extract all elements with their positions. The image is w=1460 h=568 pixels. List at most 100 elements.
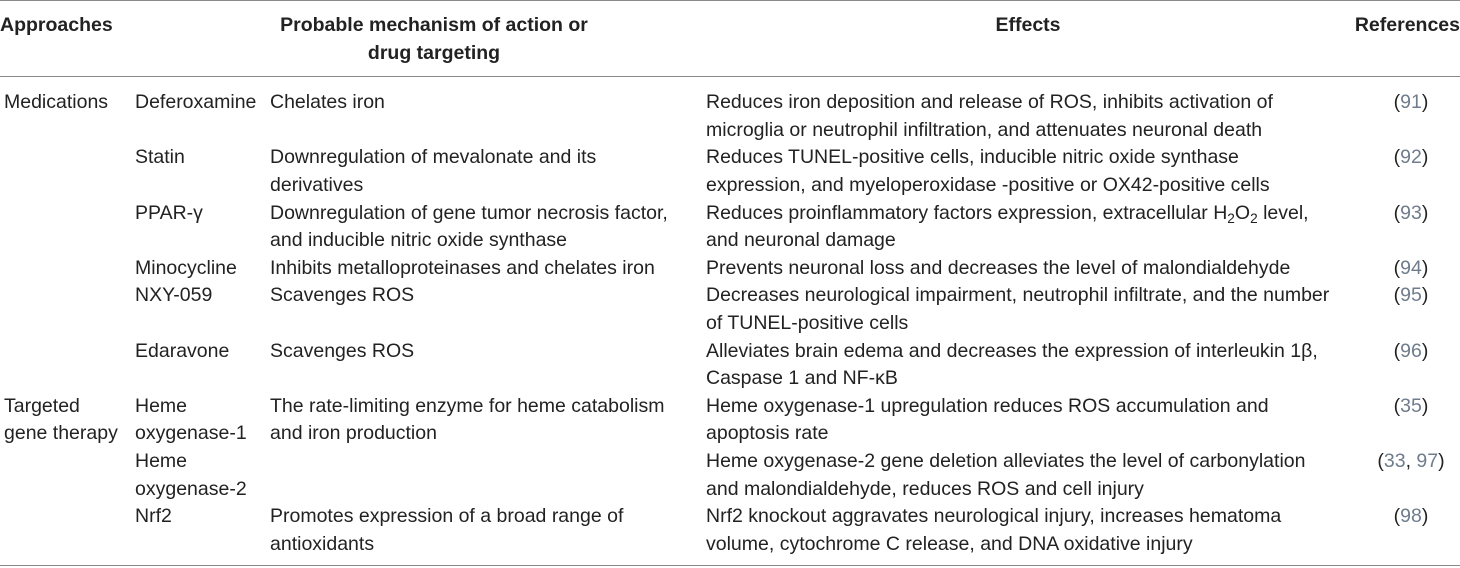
header-effects: Effects (706, 12, 1350, 67)
reference-punctuation: ) (1421, 394, 1429, 417)
subscript: 2 (1227, 210, 1235, 226)
effects-cell: Nrf2 knockout aggravates neurological in… (706, 503, 1350, 558)
mechanism-text: Promotes expression of a broad range of (270, 505, 624, 528)
table-header: Approaches Probable mechanism of action … (0, 1, 1460, 78)
reference-punctuation: ( (1393, 91, 1401, 114)
mechanism-text: The rate-limiting enzyme for heme catabo… (270, 394, 665, 417)
reference-link[interactable]: 35 (1400, 394, 1422, 417)
effects-text: apoptosis rate (706, 422, 829, 445)
reference-link[interactable]: 94 (1400, 256, 1422, 279)
header-approaches: Approaches (0, 12, 135, 67)
reference-punctuation: , (1405, 449, 1417, 472)
reference-citation: (91) (1362, 89, 1460, 117)
approach-label: gene therapy (4, 422, 118, 445)
reference-citation: (92) (1362, 144, 1460, 172)
effects-text: Caspase 1 and NF-κB (706, 367, 898, 390)
drug-name: Heme (135, 449, 188, 472)
reference-citation: (96) (1362, 338, 1460, 366)
reference-cell: (98) (1350, 503, 1460, 558)
table-row: Statin Downregulation of mevalonate and … (0, 144, 1460, 199)
reference-citation: (95) (1362, 282, 1460, 310)
approach-cell (0, 144, 135, 199)
reference-punctuation: ) (1421, 146, 1429, 169)
table-row: Nrf2 Promotes expression of a broad rang… (0, 503, 1460, 558)
mechanism-cell: Chelates iron (270, 89, 706, 144)
table-body: Medications Deferoxamine Chelates iron R… (0, 77, 1460, 567)
reference-citation: (93) (1362, 200, 1460, 228)
approach-cell (0, 255, 135, 283)
reference-link[interactable]: 98 (1400, 505, 1422, 528)
mechanism-text: Scavenges ROS (270, 284, 415, 307)
drug-cell: Edaravone (135, 338, 270, 393)
mechanism-text: Chelates iron (270, 91, 385, 114)
table-row: Medications Deferoxamine Chelates iron R… (0, 89, 1460, 144)
drug-name: Statin (135, 146, 185, 169)
mechanism-text: antioxidants (270, 532, 375, 555)
effects-text: Reduces proinflammatory factors expressi… (706, 200, 1350, 228)
mechanism-cell: Promotes expression of a broad range of … (270, 503, 706, 558)
drug-cell: Nrf2 (135, 503, 270, 558)
drug-name: oxygenase-2 (135, 477, 247, 500)
effects-text: Reduces TUNEL-positive cells, inducible … (706, 146, 1239, 169)
drug-name: PPAR-γ (135, 201, 203, 224)
header-label: Effects (995, 14, 1061, 36)
table-row: PPAR-γ Downregulation of gene tumor necr… (0, 200, 1460, 255)
reference-link[interactable]: 33 (1383, 449, 1406, 472)
effects-text: Nrf2 knockout aggravates neurological in… (706, 505, 1282, 528)
reference-link[interactable]: 96 (1400, 339, 1422, 362)
reference-cell: (91) (1350, 89, 1460, 144)
effects-text: and neuronal damage (706, 229, 896, 252)
effects-text: volume, cytochrome C release, and DNA ox… (706, 532, 1193, 555)
reference-cell: (35) (1350, 393, 1460, 448)
drug-cell: Deferoxamine (135, 89, 270, 144)
effects-text: expression, and myeloperoxidase -positiv… (706, 173, 1270, 196)
reference-punctuation: ) (1421, 201, 1429, 224)
mechanism-text: Downregulation of gene tumor necrosis fa… (270, 201, 668, 224)
mechanism-text: and inducible nitric oxide synthase (270, 229, 568, 252)
reference-punctuation: ( (1393, 146, 1401, 169)
table-row: Minocycline Inhibits metalloproteinases … (0, 255, 1460, 283)
effects-text: and malondialdehyde, reduces ROS and cel… (706, 477, 1144, 500)
drug-name: Nrf2 (135, 505, 172, 528)
effects-text: Heme oxygenase-2 gene deletion alleviate… (706, 449, 1306, 472)
mechanism-text: Scavenges ROS (270, 339, 415, 362)
effects-cell: Reduces proinflammatory factors expressi… (706, 200, 1350, 255)
reference-citation: (33, 97) (1362, 448, 1460, 476)
effects-text: Reduces iron deposition and release of R… (706, 91, 1273, 114)
approach-cell (0, 448, 135, 503)
effects-text: Decreases neurological impairment, neutr… (706, 284, 1330, 307)
effects-text-segment: level, (1257, 201, 1309, 224)
drug-name: NXY-059 (135, 284, 213, 307)
drug-name: oxygenase-1 (135, 422, 247, 445)
approach-cell (0, 282, 135, 337)
reference-punctuation: ) (1421, 256, 1429, 279)
reference-cell: (33, 97) (1350, 448, 1460, 503)
reference-punctuation: ) (1421, 339, 1429, 362)
reference-link[interactable]: 97 (1416, 449, 1439, 472)
reference-punctuation: ) (1421, 505, 1429, 528)
reference-punctuation: ( (1393, 339, 1401, 362)
reference-citation: (35) (1362, 393, 1460, 421)
header-references: References (1350, 12, 1460, 67)
reference-cell: (93) (1350, 200, 1460, 255)
effects-cell: Heme oxygenase-1 upregulation reduces RO… (706, 393, 1350, 448)
mechanism-cell: Downregulation of gene tumor necrosis fa… (270, 200, 706, 255)
table-row: Heme oxygenase-2 Heme oxygenase-2 gene d… (0, 448, 1460, 503)
mechanism-cell: Inhibits metalloproteinases and chelates… (270, 255, 706, 283)
mechanism-cell: The rate-limiting enzyme for heme catabo… (270, 393, 706, 448)
mechanism-text: derivatives (270, 173, 364, 196)
reference-punctuation: ) (1421, 284, 1429, 307)
effects-text-segment: Reduces proinflammatory factors expressi… (706, 201, 1228, 224)
reference-cell: (92) (1350, 144, 1460, 199)
reference-link[interactable]: 93 (1400, 201, 1422, 224)
reference-link[interactable]: 92 (1400, 146, 1422, 169)
drug-name: Deferoxamine (135, 91, 257, 114)
reference-punctuation: ( (1393, 256, 1401, 279)
drug-cell: Heme oxygenase-2 (135, 448, 270, 503)
approach-cell (0, 338, 135, 393)
reference-link[interactable]: 95 (1400, 284, 1422, 307)
reference-cell: (95) (1350, 282, 1460, 337)
header-drug (135, 12, 270, 67)
header-label: Approaches (0, 14, 113, 36)
reference-link[interactable]: 91 (1400, 91, 1422, 114)
